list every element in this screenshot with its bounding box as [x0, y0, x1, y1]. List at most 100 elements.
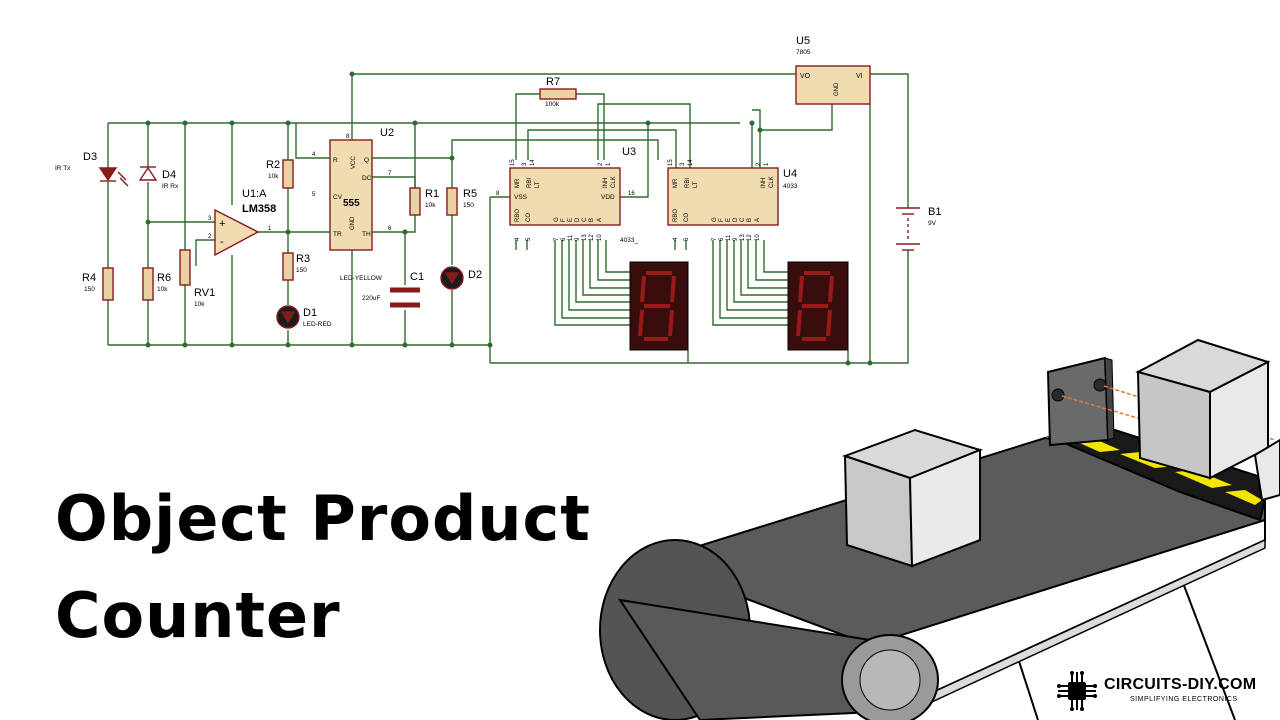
product-box: [1135, 338, 1271, 480]
u3-bottom-pin-label: G: [554, 217, 560, 222]
u1-minus: -: [220, 236, 224, 248]
u4-bottom-pin-number: 11: [726, 234, 732, 241]
u3-top-pin-number: 1: [606, 162, 612, 166]
ir-receiver-icon: [1093, 378, 1107, 392]
b1-ref: B1: [928, 206, 941, 218]
ic-555-icon: [329, 139, 373, 251]
pin-th: TH: [362, 231, 371, 238]
u4-bottom-pin-label: A: [755, 218, 761, 222]
u4-top-pin-number: 14: [688, 159, 694, 166]
u4-top-pin-label: CLK: [769, 176, 775, 188]
pin-num-6: 6: [388, 226, 392, 232]
brand-name: CIRCUITS-DIY.COM: [1104, 676, 1257, 693]
pin-num-2: 2: [208, 234, 212, 240]
r7-resistor-icon: [539, 88, 577, 100]
opamp-icon: [214, 208, 260, 257]
u3-top-pin-label: CLK: [611, 176, 617, 188]
pin-r: R: [333, 157, 338, 164]
u4-top-pin-label: RBI: [685, 178, 691, 188]
u3-bottom-pin-number: 7: [554, 237, 560, 241]
u4-bottom-pin-number: 6: [719, 237, 725, 241]
u4-counter-icon: [667, 167, 779, 226]
r6-value: 10k: [157, 286, 168, 293]
u3-bottom-pin-number: 6: [561, 237, 567, 241]
u3-pin-vss: VSS: [514, 194, 528, 201]
u2-ref: U2: [380, 127, 394, 139]
pin-num-5: 5: [312, 192, 316, 198]
u4-bottom-pin-number: 5: [684, 237, 690, 241]
u4-top-pin-number: 15: [668, 159, 674, 166]
brand-tagline: SIMPLIFYING ELECTRONICS: [1130, 696, 1238, 703]
pin-gnd: GND: [350, 216, 356, 230]
r1-ref: R1: [425, 188, 439, 200]
u4-top-pin-label: INH: [761, 178, 767, 188]
circuit-schematic: [107, 73, 909, 364]
pin-num-4: 4: [312, 152, 316, 158]
r7-value: 100k: [545, 101, 560, 108]
u3-top-pin-label: MR: [515, 178, 521, 188]
d1-value: LED-RED: [303, 321, 332, 328]
u3-bottom-pin-label: A: [597, 218, 603, 222]
u4-bottom-pin-label: E: [726, 218, 732, 222]
u4-top-pin-number: 3: [680, 162, 686, 166]
r1-value: 10k: [425, 202, 436, 209]
u4-bottom-pin-label: D: [733, 217, 739, 222]
brand-logo[interactable]: CIRCUITS-DIY.COM SIMPLIFYING ELECTRONICS: [1052, 666, 1274, 716]
u3-ref: U3: [622, 146, 636, 158]
u4-top-pin-label: MR: [673, 178, 679, 188]
u4-bottom-pin-number: 10: [755, 234, 761, 241]
component-symbols: [98, 65, 920, 329]
conveyor-illustration: [599, 338, 1280, 720]
r6-resistor-icon: [142, 267, 154, 301]
pin-tr: TR: [333, 231, 342, 238]
r5-ref: R5: [463, 188, 477, 200]
r2-value: 10k: [268, 173, 279, 180]
d3-ref: D3: [83, 151, 97, 163]
r3-value: 150: [296, 267, 307, 274]
u5-regulator-icon: [795, 65, 871, 105]
b1-value: 9V: [928, 220, 937, 227]
r2-resistor-icon: [282, 159, 294, 189]
r4-value: 150: [84, 286, 95, 293]
u4-bottom-pin-label: CO: [684, 213, 690, 222]
u3-top-pin-label: LT: [535, 181, 541, 188]
d2-value: LED-YELLOW: [340, 275, 383, 282]
u4-bottom-pin-number: 7: [712, 237, 718, 241]
u3-bottom-pin-number: 12: [589, 234, 595, 241]
pin-dc: DC: [362, 175, 372, 182]
u1-value: LM358: [242, 203, 276, 215]
u4-top-pin-number: 2: [756, 162, 762, 166]
d3-value: IR Tx: [55, 165, 71, 172]
u3-pin-8: 8: [496, 191, 500, 197]
u3-bottom-pin-number: 13: [582, 234, 588, 241]
u4-bottom-pin-label: RBO: [673, 209, 679, 222]
pin-num-3: 3: [208, 216, 212, 222]
u3-top-pin-number: 3: [522, 162, 528, 166]
d4-value: IR Rx: [162, 183, 179, 190]
r3-ref: R3: [296, 253, 310, 265]
u4-ref: U4: [783, 168, 797, 180]
u3-top-pin-label: RBI: [527, 178, 533, 188]
page-title-line-1: Object Product: [55, 482, 591, 555]
u3-bottom-pin-number: 4: [515, 237, 521, 241]
d3-led-icon: [98, 167, 118, 182]
pin-cv: CV: [333, 194, 343, 201]
r4-resistor-icon: [102, 267, 114, 301]
u4-bottom-pin-number: 12: [747, 234, 753, 241]
rv1-value: 10k: [194, 301, 205, 308]
d1-ref: D1: [303, 307, 317, 319]
u3-bottom-pin-label: F: [561, 218, 567, 222]
r7-ref: R7: [546, 76, 560, 88]
u5-pin-gnd: GND: [834, 82, 840, 96]
r5-value: 150: [463, 202, 474, 209]
u3-bottom-pin-label: B: [589, 218, 595, 222]
u3-top-pin-label: INH: [603, 178, 609, 188]
u4-value: 4033: [783, 183, 798, 190]
u3-counter-icon: [509, 167, 621, 226]
r6-ref: R6: [157, 272, 171, 284]
u3-bottom-pin-label: C: [582, 217, 588, 222]
u3-bottom-pin-number: 5: [526, 237, 532, 241]
r1-resistor-icon: [409, 187, 421, 216]
u3-pin-16: 16: [628, 191, 635, 197]
